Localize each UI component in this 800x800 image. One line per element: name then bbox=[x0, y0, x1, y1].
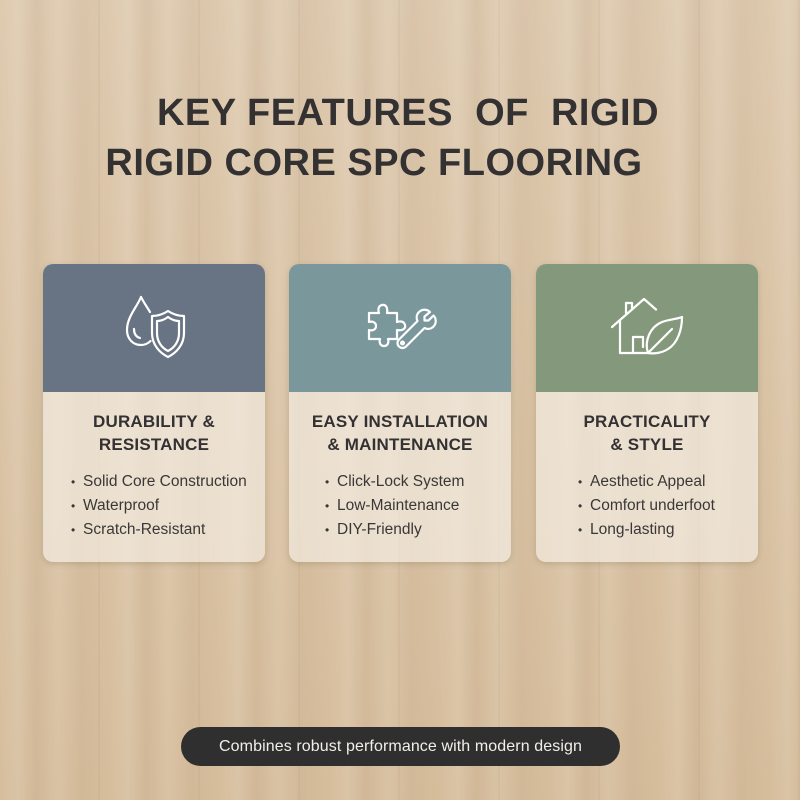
bullet: • bbox=[71, 475, 76, 489]
feature-text: DIY-Friendly bbox=[337, 521, 422, 538]
list-item: • Click-Lock System bbox=[325, 470, 511, 494]
card-title: DURABILITY & RESISTANCE bbox=[43, 410, 265, 456]
feature-card-practicality: PRACTICALITY & STYLE • Aesthetic Appeal •… bbox=[536, 264, 758, 562]
page-title: KEY FEATURES OF RIGID RIGID CORE SPC FLO… bbox=[0, 88, 800, 188]
feature-text: Solid Core Construction bbox=[83, 473, 247, 490]
card-title-line-1: PRACTICALITY bbox=[583, 412, 711, 431]
bullet: • bbox=[578, 523, 583, 537]
list-item: • Solid Core Construction bbox=[71, 470, 265, 494]
feature-list: • Solid Core Construction • Waterproof • Sc… bbox=[43, 470, 265, 542]
card-title-line-2: RESISTANCE bbox=[98, 435, 210, 454]
card-title-line-2: & MAINTENANCE bbox=[327, 435, 473, 454]
list-item: • DIY-Friendly bbox=[325, 518, 511, 542]
feature-list: • Aesthetic Appeal • Comfort underfoot • Lo… bbox=[536, 470, 758, 542]
feature-text: Waterproof bbox=[83, 497, 160, 514]
list-item: • Waterproof bbox=[71, 494, 265, 518]
bullet: • bbox=[578, 499, 583, 513]
feature-text: Low-Maintenance bbox=[337, 497, 460, 514]
list-item: • Scratch-Resistant bbox=[71, 518, 265, 542]
bullet: • bbox=[578, 475, 583, 489]
bullet: • bbox=[71, 499, 76, 513]
list-item: • Comfort underfoot bbox=[578, 494, 758, 518]
feature-text: Aesthetic Appeal bbox=[590, 473, 706, 490]
card-title-line-1: DURABILITY & bbox=[92, 412, 216, 431]
bullet: • bbox=[325, 475, 330, 489]
feature-text: Click-Lock System bbox=[337, 473, 465, 490]
bullet: • bbox=[71, 523, 76, 537]
feature-text: Scratch-Resistant bbox=[83, 521, 206, 538]
list-item: • Aesthetic Appeal bbox=[578, 470, 758, 494]
card-header bbox=[43, 264, 265, 392]
card-body: DURABILITY & RESISTANCE • Solid Core Cons… bbox=[43, 392, 265, 542]
footer-tagline: Combines robust performance with modern … bbox=[181, 727, 620, 766]
house-leaf-icon bbox=[610, 297, 684, 355]
title-line-2: RIGID CORE SPC FLOORING bbox=[105, 142, 643, 184]
feature-card-installation: EASY INSTALLATION & MAINTENANCE • Click-L… bbox=[289, 264, 511, 562]
bullet: • bbox=[325, 523, 330, 537]
list-item: • Long-lasting bbox=[578, 518, 758, 542]
list-item: • Low-Maintenance bbox=[325, 494, 511, 518]
feature-list: • Click-Lock System • Low-Maintenance • DIY… bbox=[289, 470, 511, 542]
card-header bbox=[536, 264, 758, 392]
feature-text: Comfort underfoot bbox=[590, 497, 715, 514]
feature-text: Long-lasting bbox=[590, 521, 675, 538]
puzzle-wrench-icon bbox=[367, 303, 437, 350]
card-body: PRACTICALITY & STYLE • Aesthetic Appeal •… bbox=[536, 392, 758, 542]
card-title-line-2: & STYLE bbox=[610, 435, 684, 454]
card-title-line-1: EASY INSTALLATION bbox=[311, 412, 489, 431]
feature-card-durability: DURABILITY & RESISTANCE • Solid Core Cons… bbox=[43, 264, 265, 562]
card-title: PRACTICALITY & STYLE bbox=[536, 410, 758, 456]
card-body: EASY INSTALLATION & MAINTENANCE • Click-L… bbox=[289, 392, 511, 542]
card-header bbox=[289, 264, 511, 392]
bullet: • bbox=[325, 499, 330, 513]
card-title: EASY INSTALLATION & MAINTENANCE bbox=[289, 410, 511, 456]
water-drop-shield-icon bbox=[125, 295, 186, 359]
title-line-1: KEY FEATURES OF RIGID bbox=[156, 92, 660, 134]
